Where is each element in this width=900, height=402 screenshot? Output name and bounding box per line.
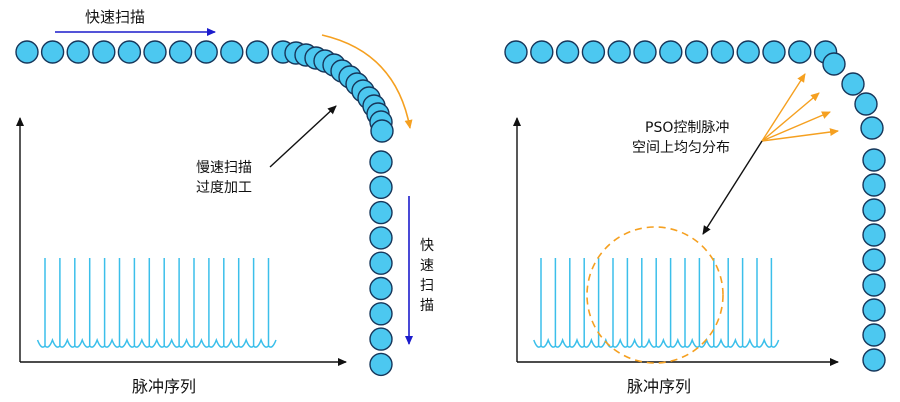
right-dot: [736, 40, 760, 64]
fan-arrow-2: [761, 92, 820, 142]
top-scan-label: 快速扫描: [85, 8, 145, 26]
left-dot: [369, 251, 393, 275]
right-dot: [504, 40, 528, 64]
right-dot: [684, 40, 709, 64]
vertical-scan-char-1: 快: [420, 238, 434, 254]
pso-label-line1: PSO控制脉冲: [645, 120, 729, 136]
right-dot: [862, 198, 886, 222]
left-pulse-train: [36, 258, 277, 348]
corner-orange-arrow: [321, 34, 413, 129]
right-dot: [862, 148, 886, 172]
vertical-scan-char-3: 扫: [420, 278, 434, 294]
right-dot: [862, 348, 886, 372]
left-dot: [117, 40, 142, 64]
right-corner-dot: [822, 52, 846, 76]
right-dot: [862, 223, 886, 247]
left-dot: [40, 40, 65, 64]
right-dot: [762, 40, 786, 64]
left-dot: [220, 40, 244, 64]
left-dot: [168, 40, 193, 64]
right-dot: [710, 40, 735, 64]
right-dot: [862, 273, 886, 297]
right-dot: [555, 40, 580, 64]
left-dot: [15, 40, 39, 64]
right-corner-dot: [860, 116, 884, 140]
right-dot: [633, 40, 657, 64]
left-dot: [92, 40, 116, 64]
left-dot: [194, 40, 218, 64]
left-dot: [245, 40, 270, 64]
pso-pointer: [702, 140, 763, 235]
slow-label-line2: 过度加工: [196, 180, 252, 196]
right-dot-path: [504, 40, 886, 372]
left-pulse-baseline: [36, 337, 277, 348]
pso-label-line2: 空间上均匀分布: [632, 140, 730, 156]
left-dot: [369, 327, 393, 351]
right-dot: [607, 40, 631, 64]
right-dot: [862, 173, 886, 197]
highlight-dashed-circle: [586, 226, 724, 364]
right-dot: [862, 298, 886, 322]
fan-arrow-3: [761, 111, 831, 142]
vertical-scan-char-2: 速: [420, 258, 434, 274]
left-dot: [369, 200, 393, 225]
fan-arrow-1: [761, 73, 806, 142]
right-dot: [581, 40, 606, 64]
right-dot: [862, 248, 886, 272]
left-dot: [369, 226, 393, 250]
pso-fan-arrows: [761, 73, 839, 142]
right-panel: PSO控制脉冲 空间上均匀分布 脉冲序列: [504, 40, 886, 396]
left-dot: [369, 302, 393, 326]
left-corner-dot: [370, 119, 394, 143]
left-dot: [369, 150, 393, 174]
right-axis-caption: 脉冲序列: [627, 377, 691, 396]
left-dot: [369, 175, 393, 200]
right-corner-dot: [841, 72, 865, 96]
right-dot: [862, 323, 886, 347]
left-dot: [66, 40, 90, 64]
right-dot: [530, 40, 554, 64]
left-dot: [369, 352, 393, 377]
left-dot: [143, 40, 167, 64]
slow-scan-pointer: [269, 105, 337, 168]
right-dot: [659, 40, 683, 64]
right-pulse-train: [533, 258, 780, 348]
vertical-scan-char-4: 描: [420, 298, 434, 314]
right-dot: [788, 40, 812, 64]
left-panel: 快速扫描 慢速扫描 过度加工 快 速 扫 描 脉冲序列: [15, 8, 434, 396]
left-dot-path: [15, 40, 394, 377]
right-pulse-baseline: [533, 337, 780, 348]
left-dot: [369, 276, 393, 301]
left-axis-caption: 脉冲序列: [132, 377, 196, 396]
fan-arrow-4: [761, 128, 839, 142]
slow-label-line1: 慢速扫描: [196, 159, 252, 176]
right-corner-dot: [854, 92, 878, 116]
